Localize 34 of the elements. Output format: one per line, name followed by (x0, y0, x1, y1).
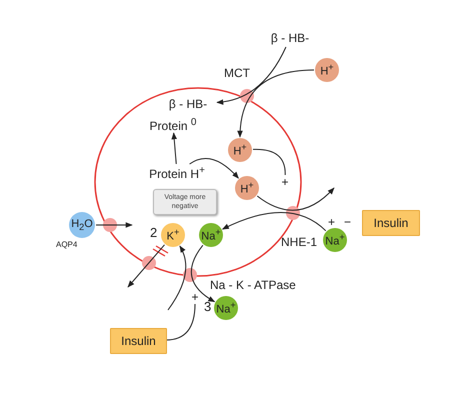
arrow (168, 245, 186, 310)
hormone-box: Insulin (110, 328, 167, 354)
hormone-box: Insulin (362, 210, 420, 236)
plus-sign: + (280, 176, 290, 188)
arrow (189, 158, 239, 179)
arrow (128, 244, 165, 288)
channel-label: AQP4 (56, 241, 78, 249)
transporter-label: MCT (224, 67, 250, 79)
arrow (171, 132, 177, 164)
ion-circle: H$_{2}$O (69, 212, 95, 238)
molecule-label: β - HB- (160, 96, 216, 112)
coefficient-label: 3 (204, 300, 212, 313)
ion-circle: Na$^{+}$ (214, 296, 238, 320)
molecule-label: Protein H$^{+}$ (144, 165, 210, 181)
ion-circle: Na$^{+}$ (323, 228, 347, 252)
plus-sign: + (328, 216, 336, 228)
ion-circle: H$^{+}$ (315, 58, 339, 82)
coefficient-label: 2 (150, 226, 158, 239)
ion-circle: H$^{+}$ (228, 138, 252, 162)
molecule-label: Protein $^{0}$ (145, 117, 201, 132)
arrow (216, 46, 286, 105)
arrow (256, 188, 334, 211)
arrow (222, 212, 326, 232)
arrow (238, 70, 314, 138)
transporter-label: NHE-1 (281, 236, 318, 248)
ion-circle: Na$^{+}$ (199, 223, 223, 247)
plus-sign: + (190, 291, 200, 303)
ion-circle: K$^{+}$ (161, 223, 185, 247)
arrow (96, 222, 133, 228)
minus-sign: − (344, 216, 352, 228)
arrow (190, 244, 216, 302)
molecule-label: β - HB- (262, 30, 318, 46)
transporter-label: Na - K - ATPase (210, 279, 296, 291)
ion-circle: H$^{+}$ (235, 176, 259, 200)
